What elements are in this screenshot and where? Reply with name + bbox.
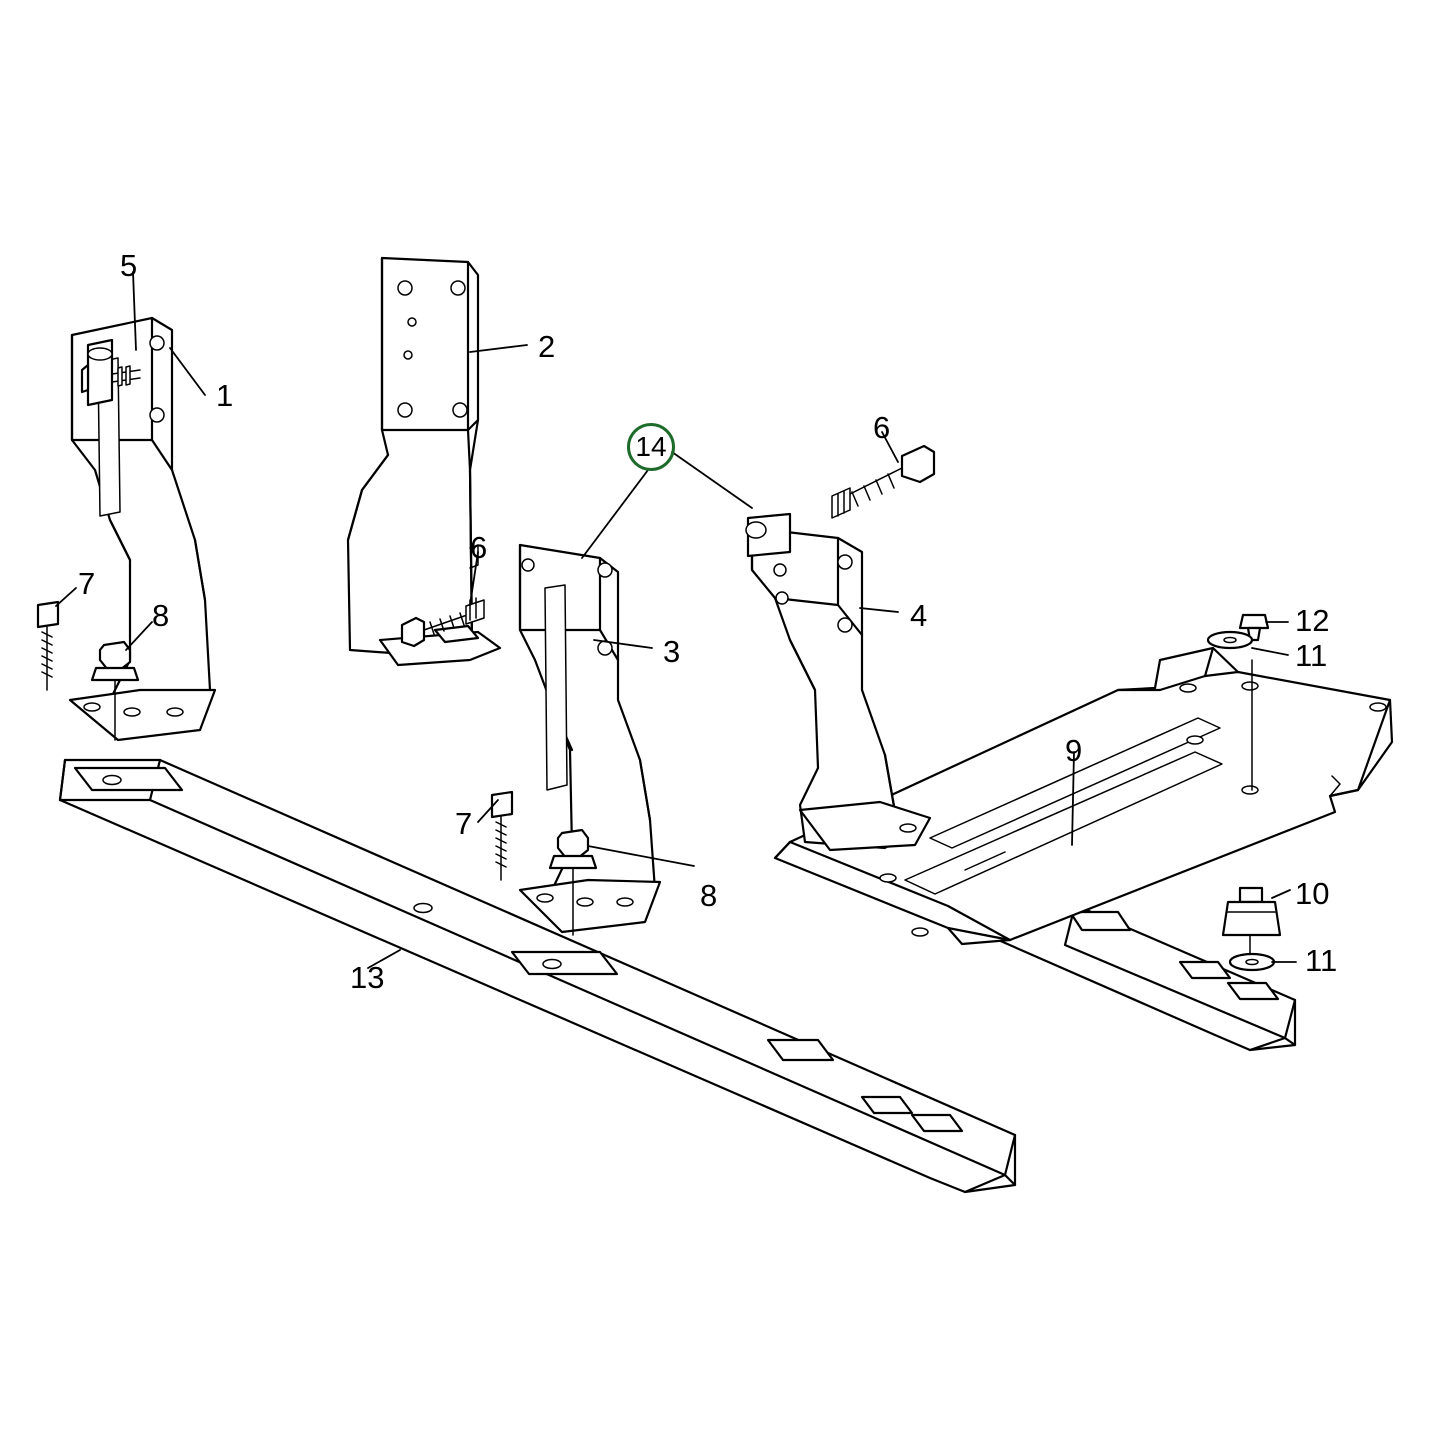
callout-12: 12 [1295,603,1330,638]
callout-7-center: 7 [455,806,473,841]
part-6-bolt-center [400,597,485,648]
part-13-seat-rail [58,758,1017,1194]
leader-lines [55,271,1297,969]
callout-9: 9 [1065,733,1083,768]
callout-8-center: 8 [700,878,718,913]
part-4-right-bracket [745,512,932,852]
callout-6-right: 6 [873,410,891,445]
callout-10: 10 [1295,876,1330,911]
leader-6-right [881,431,899,463]
leader-4 [859,607,899,613]
part-2-plate-bracket [346,256,502,667]
callout-2: 2 [538,329,556,364]
callout-11-top: 11 [1295,638,1328,673]
leader-7-left [55,587,77,607]
callout-7-left: 7 [78,566,96,601]
callout-5: 5 [120,248,138,283]
callout-14: 14 [635,431,667,462]
part-3-center-bracket [518,543,662,934]
leader-8-left [125,621,153,651]
callout-4: 4 [910,598,928,633]
part-9-floor-plate [773,646,1394,946]
leader-11-top [1251,647,1289,656]
part-7-screw-center [490,790,514,881]
leader-10 [1271,889,1291,899]
callout-3: 3 [663,634,681,669]
callout-13: 13 [350,960,385,995]
callout-6-center: 6 [470,530,488,565]
part-11-washer-bottom [1228,952,1276,972]
part-8-nut-center [548,828,598,936]
leader-2 [469,344,528,353]
part-1-left-bracket [68,316,217,742]
leader-6-center [469,551,479,606]
leader-14 [671,451,753,509]
leader-5 [132,271,137,351]
leader-1 [169,347,206,396]
callout-1: 1 [216,378,234,413]
leader-7-center [477,799,499,823]
part-7-screw-left [36,600,60,691]
part-10-mount [1221,886,1282,959]
leader-8-center [587,845,695,867]
leader-13 [367,949,401,969]
leader-9 [1071,751,1075,846]
callout-14-highlight-ring [627,423,675,471]
leader-14b [581,469,649,559]
callout-11-bottom: 11 [1305,943,1338,978]
part-11-washer-top [1206,630,1254,791]
callout-8-left: 8 [152,598,170,633]
part-13-rear-rail [978,903,1297,1052]
leader-3 [593,639,653,649]
part-8-nut-left [90,640,140,741]
part-6-bolt-right [831,444,936,519]
part-12-bolt [1238,613,1270,642]
part-5-pin [80,338,141,407]
